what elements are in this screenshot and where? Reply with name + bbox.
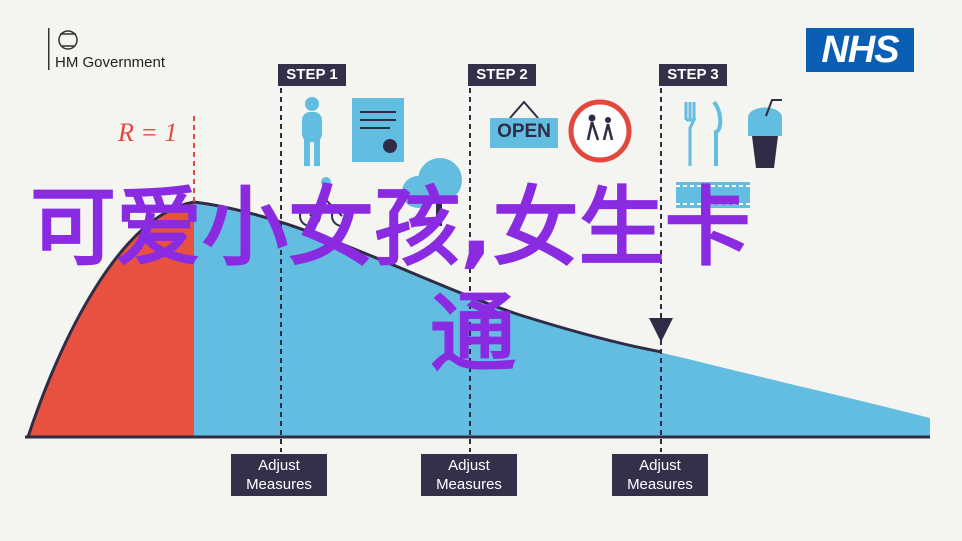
adjust-measures-1-line1: Adjust [258,457,300,474]
adjust-measures-2: Adjust Measures [421,454,517,496]
certificate-icon [352,98,404,162]
cyclist-icon [299,177,353,227]
step-2-label: STEP 2 [468,64,536,86]
drink-cup-icon [748,99,782,168]
cutlery-icon [684,100,723,166]
adjust-measures-1-line2: Measures [246,476,312,493]
overlay-caption-line2: 通 [430,284,516,384]
nhs-logo: NHS [806,28,914,72]
hm-government-label: HM Government [55,54,166,71]
crest-icon [48,28,78,70]
film-strip-icon [676,182,750,208]
step-3-label: STEP 3 [659,64,727,86]
adjust-measures-2-line1: Adjust [448,457,490,474]
adjust-measures-3-line1: Adjust [639,457,681,474]
epidemic-curve [26,200,663,438]
adjust-measures-3: Adjust Measures [612,454,708,496]
adjust-measures-2-line2: Measures [436,476,502,493]
red-area [28,202,194,437]
overlay-caption-line1: 可爱小女孩,女生卡 [30,178,751,278]
adjust-measures-3-line2: Measures [627,476,693,493]
school-crossing-icon [568,99,632,163]
r-equals-one-label: R = 1 [118,118,178,147]
open-sign-text: OPEN [497,121,551,142]
open-sign-icon [490,100,558,148]
blue-area [194,202,930,437]
marker-triangle-icon [649,318,673,342]
step-1-label: STEP 1 [278,64,346,86]
adjust-measures-1: Adjust Measures [231,454,327,496]
person-icon [302,97,322,166]
tree-icon [402,158,462,226]
